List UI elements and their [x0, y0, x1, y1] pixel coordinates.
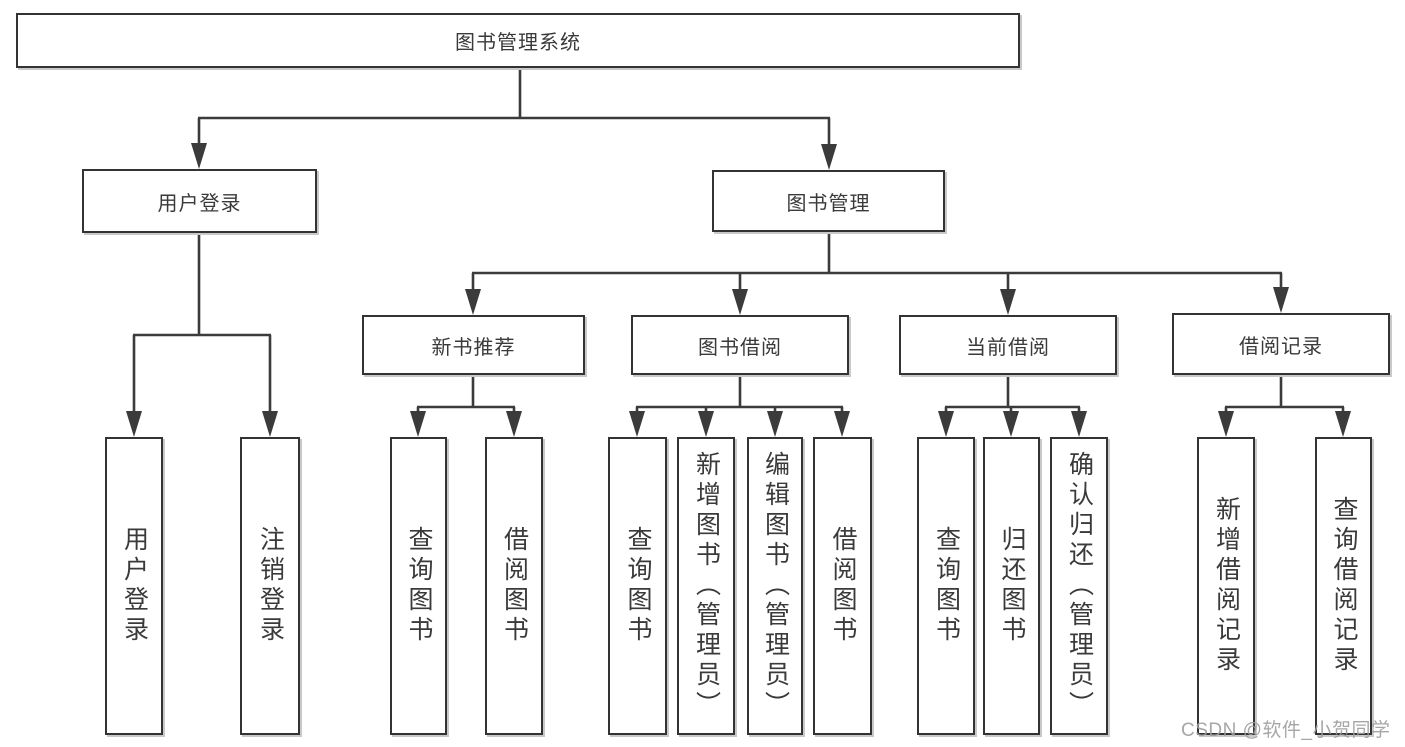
leaf-borrow-query-book: 查询图书 — [608, 437, 667, 735]
node-book-management: 图书管理 — [712, 170, 945, 232]
leaf-add-book-admin: 新增图书（管理员） — [677, 437, 735, 735]
csdn-watermark: CSDN @软件_小贺同学 — [1181, 720, 1391, 741]
leaf-confirm-return-admin-label: 确认归还（管理员） — [1065, 451, 1094, 721]
leaf-newrec-borrow-book-label: 借阅图书 — [500, 526, 529, 646]
leaf-newrec-query-book: 查询图书 — [390, 437, 447, 735]
node-current-borrow: 当前借阅 — [899, 315, 1117, 375]
leaf-current-query-book: 查询图书 — [917, 437, 975, 735]
node-new-book-recommend-label: 新书推荐 — [431, 336, 516, 359]
leaf-return-book: 归还图书 — [983, 437, 1040, 735]
node-new-book-recommend: 新书推荐 — [362, 315, 585, 375]
leaf-user-login-label: 用户登录 — [120, 526, 149, 646]
leaf-newrec-query-book-label: 查询图书 — [405, 526, 433, 646]
leaf-confirm-return-admin: 确认归还（管理员） — [1050, 437, 1108, 735]
node-root-label: 图书管理系统 — [455, 32, 581, 54]
leaf-newrec-borrow-book: 借阅图书 — [485, 437, 543, 735]
leaf-borrow-query-book-label: 查询图书 — [624, 526, 652, 646]
leaf-borrow-borrow-book-label: 借阅图书 — [829, 526, 857, 646]
leaf-add-book-admin-label: 新增图书（管理员） — [692, 451, 721, 721]
leaf-query-borrow-record-label: 查询借阅记录 — [1330, 496, 1358, 676]
leaf-user-login: 用户登录 — [105, 437, 163, 735]
leaf-edit-book-admin-label: 编辑图书（管理员） — [761, 451, 790, 721]
node-root: 图书管理系统 — [16, 13, 1020, 68]
leaf-add-borrow-record-label: 新增借阅记录 — [1212, 496, 1241, 676]
leaf-edit-book-admin: 编辑图书（管理员） — [747, 437, 803, 735]
node-borrow-record: 借阅记录 — [1172, 313, 1390, 375]
node-borrow-record-label: 借阅记录 — [1239, 335, 1323, 358]
leaf-query-borrow-record: 查询借阅记录 — [1315, 437, 1372, 735]
node-user-login: 用户登录 — [82, 169, 317, 233]
arrowheads — [126, 143, 1351, 437]
node-book-management-label: 图书管理 — [786, 192, 871, 215]
node-current-borrow-label: 当前借阅 — [966, 336, 1050, 359]
node-book-borrow: 图书借阅 — [631, 315, 849, 375]
leaf-add-borrow-record: 新增借阅记录 — [1197, 437, 1255, 735]
leaf-return-book-label: 归还图书 — [998, 526, 1026, 646]
node-book-borrow-label: 图书借阅 — [698, 336, 782, 359]
leaf-current-query-book-label: 查询图书 — [932, 526, 961, 646]
leaf-logout: 注销登录 — [240, 437, 300, 735]
node-user-login-label: 用户登录 — [157, 192, 242, 215]
leaf-logout-label: 注销登录 — [256, 526, 285, 646]
leaf-borrow-borrow-book: 借阅图书 — [813, 437, 872, 735]
